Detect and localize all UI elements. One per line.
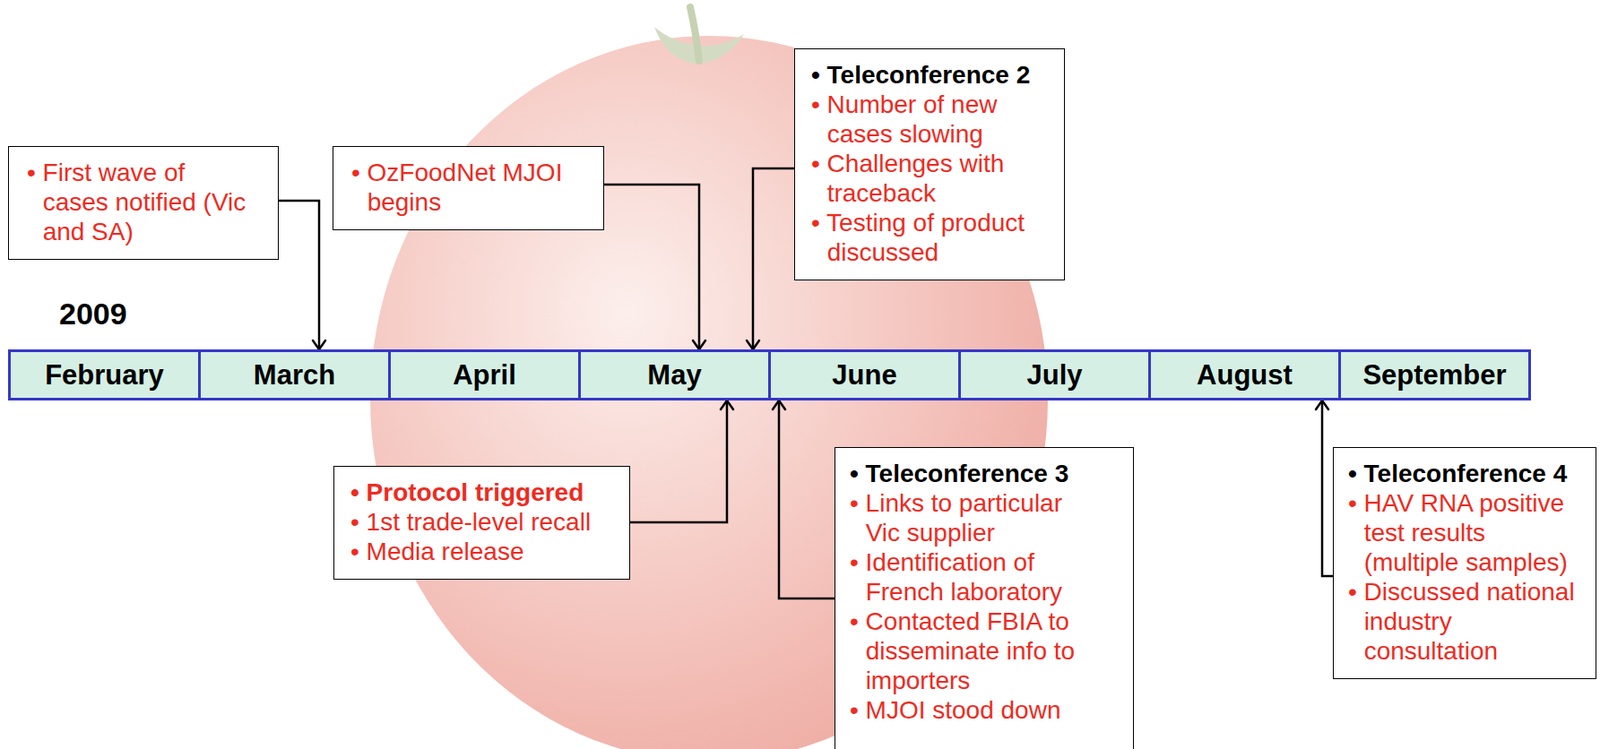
callout-bullet: • MJOI stood down xyxy=(849,695,1089,726)
month-name: July xyxy=(1026,359,1082,392)
month-cell: April xyxy=(388,349,581,401)
month-name: April xyxy=(452,359,517,392)
event-callout: • Teleconference 4• HAV RNA positive tes… xyxy=(1332,447,1597,680)
callout-bullet: • First wave of cases notified (Vic and … xyxy=(26,157,252,247)
timeline-arrow xyxy=(630,400,727,523)
callout-bullet: • Challenges with traceback xyxy=(811,148,1047,208)
timeline-arrow xyxy=(778,400,835,599)
month-name: March xyxy=(253,359,336,392)
callout-bullet: • Links to particular Vic supplier xyxy=(849,488,1089,548)
callout-bullet: • 1st trade-level recall xyxy=(350,507,612,537)
month-name: September xyxy=(1362,359,1506,392)
callout-bullet: • HAV RNA positive test results (multipl… xyxy=(1348,488,1581,578)
callout-bullet: • Identification of French laboratory xyxy=(849,547,1089,607)
callout-bullet: • Testing of product discussed xyxy=(811,207,1047,268)
callout-heading: • Teleconference 4 xyxy=(1348,458,1581,489)
month-name: May xyxy=(647,359,701,392)
callout-bullet: • Discussed national industry consultati… xyxy=(1348,577,1581,666)
event-callout: • First wave of cases notified (Vic and … xyxy=(8,146,279,260)
month-cell: February xyxy=(8,349,201,401)
month-cell: June xyxy=(768,349,961,401)
month-name: June xyxy=(831,359,897,392)
callout-heading: • Protocol triggered xyxy=(350,477,612,508)
year-label: 2009 xyxy=(59,295,128,332)
timeline-arrow xyxy=(1322,400,1333,577)
month-name: August xyxy=(1196,359,1293,392)
month-cell: August xyxy=(1148,349,1341,401)
event-callout: • Protocol triggered• 1st trade-level re… xyxy=(333,466,631,580)
month-cell: July xyxy=(958,349,1151,401)
month-cell: March xyxy=(198,349,391,401)
callout-heading: • Teleconference 3 xyxy=(849,458,1089,489)
timeline-arrow xyxy=(278,200,320,350)
timeline-arrow xyxy=(752,168,795,350)
callout-bullet: • Contacted FBIA to disseminate info to … xyxy=(849,606,1089,696)
month-cell: September xyxy=(1338,349,1531,401)
callout-bullet: • Media release xyxy=(350,536,612,567)
event-callout: • OzFoodNet MJOI begins xyxy=(332,146,605,231)
event-callout: • Teleconference 3• Links to particular … xyxy=(834,447,1134,749)
timeline-arrow xyxy=(604,184,700,350)
month-cell: May xyxy=(578,349,771,401)
tomato-stem xyxy=(690,7,700,61)
callout-heading: • Teleconference 2 xyxy=(811,60,1047,90)
month-name: February xyxy=(44,359,165,392)
callout-bullet: • OzFoodNet MJOI begins xyxy=(351,157,595,217)
event-callout: • Teleconference 2• Number of new cases … xyxy=(794,48,1065,281)
callout-bullet: • Number of new cases slowing xyxy=(811,89,1047,149)
